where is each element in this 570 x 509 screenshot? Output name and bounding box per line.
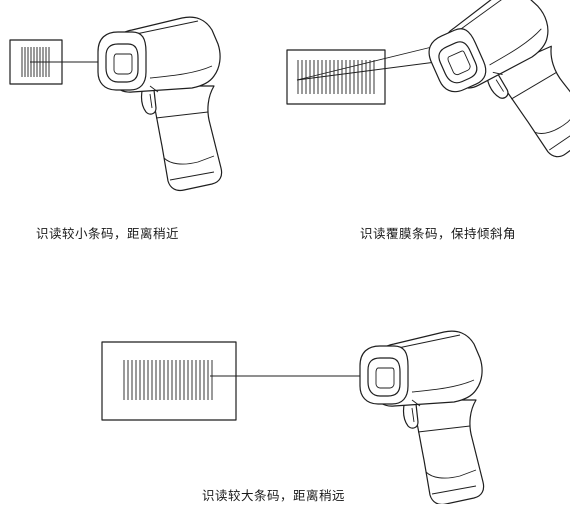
laminated-barcode-label: [286, 49, 386, 105]
barcode-scanner-drawing: [359, 330, 485, 506]
laminated-barcode-bars: [297, 60, 375, 94]
caption-laminated-barcode: 识读覆膜条码，保持倾斜角: [360, 226, 517, 241]
small-barcode-illustration: [9, 16, 223, 192]
barcode-scanner-drawing-tilted: [416, 0, 570, 190]
barcode-scanner-drawing: [97, 16, 223, 192]
caption-large-barcode: 识读较大条码，距离稍远: [202, 488, 346, 503]
large-barcode-bars: [123, 360, 213, 400]
scan-beam-lower: [296, 61, 437, 81]
large-barcode-illustration: [101, 330, 485, 506]
laminated-barcode-illustration: [286, 0, 570, 190]
caption-small-barcode: 识读较小条码，距离稍近: [36, 226, 180, 241]
scan-beam-upper: [296, 45, 437, 81]
large-barcode-label: [101, 341, 237, 421]
